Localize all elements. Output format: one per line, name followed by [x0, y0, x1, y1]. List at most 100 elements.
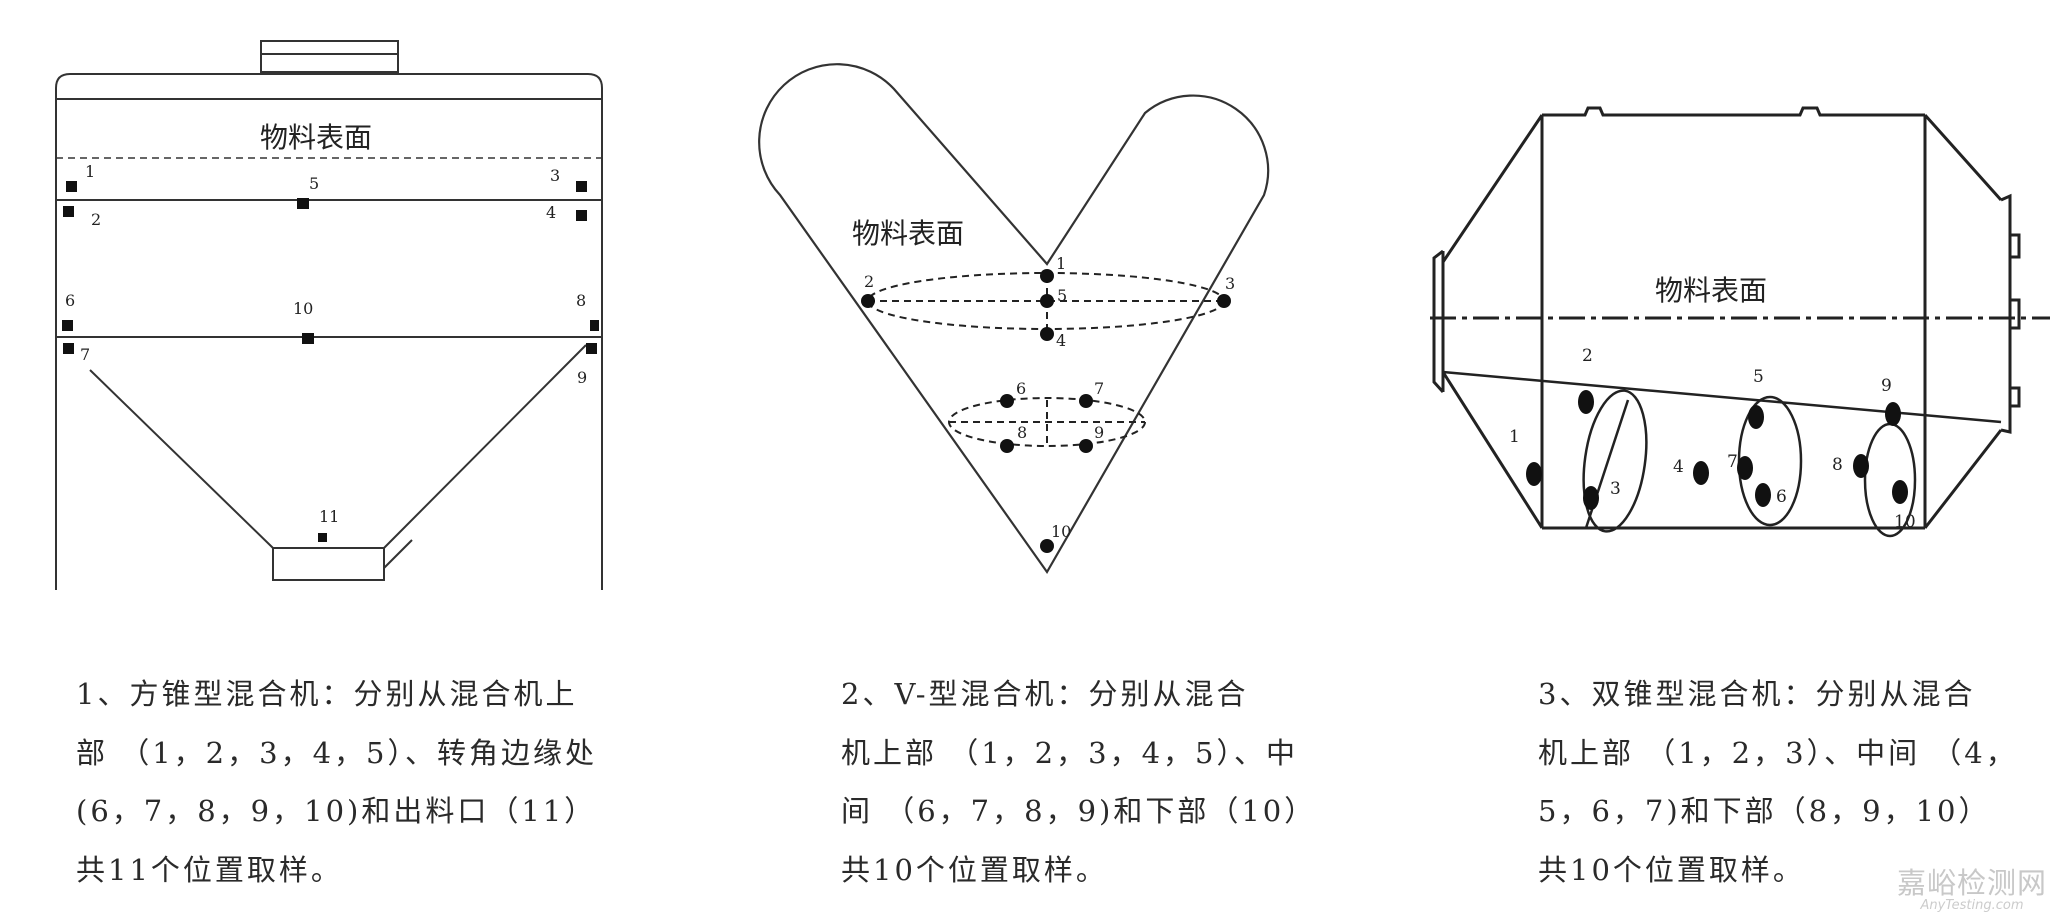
point-label-6: 6: [1776, 487, 1787, 507]
right-end-nozzle-2: [2008, 298, 2021, 330]
point-label-10: 10: [1051, 522, 1071, 541]
discharge-outlet: [272, 547, 385, 581]
sample-point-9: [1079, 439, 1093, 453]
caption-line: 机上部 （1，2，3）、中间 （4，: [1538, 735, 2018, 770]
sample-point-5: [297, 198, 309, 209]
sample-point-1: [1526, 462, 1542, 486]
right-cone-bottom: [1923, 429, 2003, 529]
sample-point-5: [1748, 405, 1764, 429]
point-label-1: 1: [1056, 254, 1066, 273]
point-label-9: 9: [577, 368, 587, 387]
sample-point-labels: 1 2 3 4 5 6 7 8 9 10: [864, 254, 1235, 541]
top-edge: [1542, 106, 1925, 117]
v-vessel-outline: [758, 63, 1270, 575]
left-cone-bottom: [1441, 371, 1544, 529]
double-cone-mixer-diagram: 物料表面 1 2 3 4 5 6 7 8 9 10: [1430, 106, 2050, 538]
point-label-3: 3: [550, 166, 560, 185]
material-surface-label: 物料表面: [260, 121, 372, 154]
caption-line: 1、方锥型混合机：分别从混合机上: [76, 677, 578, 711]
mixer-body-outline: [55, 73, 603, 590]
point-label-6: 6: [65, 291, 75, 310]
point-label-5: 5: [1753, 367, 1764, 387]
sample-points: [861, 269, 1231, 553]
point-label-5: 5: [309, 174, 319, 193]
point-label-4: 4: [546, 203, 556, 222]
sample-point-4: [1693, 461, 1709, 485]
point-label-10: 10: [293, 299, 313, 318]
sample-point-1: [1040, 269, 1054, 283]
caption-line: 机上部 （1，2，3，4，5）、中: [841, 735, 1298, 770]
sample-point-labels: 1 2 3 4 5 6 7 8 9 10: [1509, 346, 1916, 532]
material-surface-label: 物料表面: [852, 217, 964, 250]
point-label-1: 1: [85, 162, 95, 181]
material-surface-slope: [1442, 370, 2002, 424]
point-label-2: 2: [91, 210, 101, 229]
point-label-7: 7: [1094, 379, 1104, 398]
sample-point-6: [1000, 394, 1014, 408]
material-surface-label: 物料表面: [1655, 274, 1767, 307]
sample-point-1: [66, 181, 77, 192]
sample-point-10: [1040, 539, 1054, 553]
caption-line: 共10个位置取样。: [1538, 852, 1805, 887]
sample-points: [62, 181, 599, 542]
watermark-cn: 嘉峪检测网: [1896, 866, 2047, 900]
sample-point-9: [586, 343, 597, 354]
cone-right-wall: [383, 344, 587, 549]
outlet-handle: [383, 539, 413, 569]
sample-point-5: [1040, 294, 1054, 308]
point-label-9: 9: [1094, 423, 1104, 442]
right-end-nozzle-3: [2008, 386, 2021, 408]
v-type-mixer-diagram: 物料表面 1 2 3 4 5 6 7 8 9 10: [758, 63, 1270, 575]
caption-v-type-mixer: 2、V-型混合机：分别从混合 机上部 （1，2，3，4，5）、中 间 （6，7，…: [841, 665, 1316, 899]
sample-point-2: [1578, 390, 1594, 414]
sample-point-10: [1892, 480, 1908, 504]
point-label-3: 3: [1225, 274, 1235, 293]
point-label-1: 1: [1509, 427, 1520, 447]
point-label-5: 5: [1057, 286, 1067, 305]
caption-line: 部 （1，2，3，4，5）、转角边缘处: [76, 735, 597, 770]
point-label-6: 6: [1016, 379, 1026, 398]
sample-point-3: [1217, 294, 1231, 308]
point-label-8: 8: [1832, 455, 1843, 475]
right-cone-top: [1923, 114, 2003, 201]
sample-point-7: [63, 343, 74, 354]
sample-point-8: [1000, 439, 1014, 453]
sample-point-3: [576, 181, 587, 192]
sample-points: [1526, 390, 1908, 510]
point-label-8: 8: [576, 291, 586, 310]
point-label-8: 8: [1017, 423, 1027, 442]
sample-point-11: [318, 533, 327, 542]
caption-line: 5，6，7)和下部（8，9，10）: [1538, 794, 1991, 828]
watermark-en: AnyTesting.com: [1920, 898, 2024, 913]
cone-left-wall: [89, 369, 274, 549]
caption-line: 共10个位置取样。: [841, 852, 1108, 887]
right-end-nozzle-1: [2008, 233, 2021, 259]
sampling-section-1: [1582, 389, 1648, 533]
caption-line: 共11个位置取样。: [76, 852, 343, 887]
sample-point-9: [1885, 402, 1901, 426]
point-label-10: 10: [1894, 512, 1916, 532]
square-cone-mixer-diagram: 物料表面 1 2 3 4 5 6 7 8 9 10 11: [55, 40, 603, 590]
caption-line: (6，7，8，9，10)和出料口（11）: [76, 794, 597, 828]
caption-line: 3、双锥型混合机：分别从混合: [1538, 677, 1976, 711]
sample-point-4: [576, 210, 587, 221]
point-label-4: 4: [1673, 457, 1684, 477]
sample-point-8: [590, 320, 599, 331]
sample-point-7: [1737, 456, 1753, 480]
sample-point-6: [1755, 483, 1771, 507]
point-label-2: 2: [1582, 346, 1593, 366]
point-label-7: 7: [1727, 452, 1738, 472]
sample-point-3: [1583, 486, 1599, 510]
sample-point-6: [62, 320, 73, 331]
sample-point-2: [63, 206, 74, 217]
left-cone-top: [1441, 114, 1544, 263]
watermark: 嘉峪检测网 AnyTesting.com: [1896, 860, 2048, 913]
point-label-7: 7: [80, 345, 90, 364]
point-label-3: 3: [1610, 479, 1621, 499]
sample-point-labels: 1 2 3 4 5 6 7 8 9 10 11: [65, 162, 587, 526]
point-label-9: 9: [1881, 376, 1892, 396]
sample-point-4: [1040, 327, 1054, 341]
caption-double-cone-mixer: 3、双锥型混合机：分别从混合 机上部 （1，2，3）、中间 （4， 5，6，7)…: [1538, 665, 2018, 899]
caption-line: 间 （6，7，8，9)和下部（10）: [841, 794, 1317, 828]
sample-point-2: [861, 294, 875, 308]
